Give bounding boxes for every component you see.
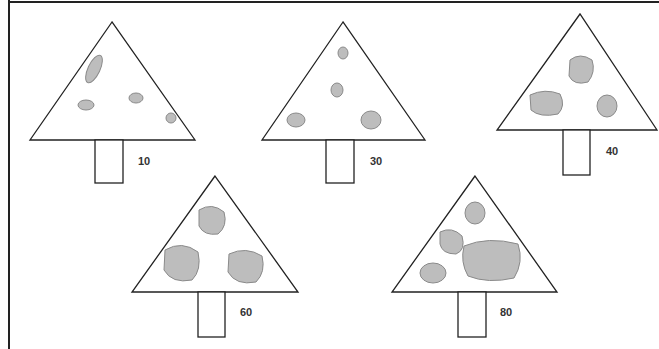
frame — [9, 0, 659, 349]
tree-number: 60 — [240, 307, 252, 318]
tree-number: 80 — [500, 307, 512, 318]
tree-number: 40 — [606, 146, 618, 157]
tree-number: 30 — [370, 156, 382, 167]
tree-number: 10 — [138, 156, 150, 167]
trees — [30, 14, 657, 337]
spots — [78, 47, 617, 283]
